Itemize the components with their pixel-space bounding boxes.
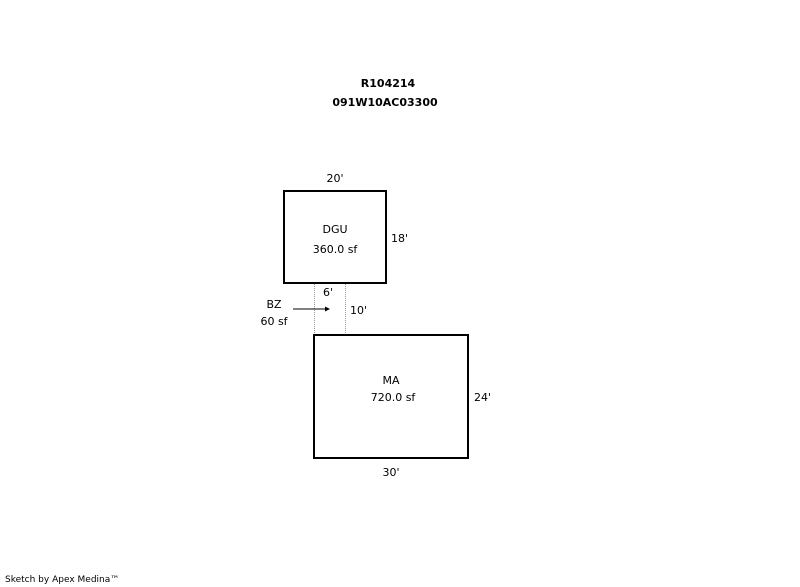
- bz-right-edge: [345, 284, 346, 335]
- bz-pointer-arrow-icon: [293, 306, 330, 312]
- sketch-credit: Sketch by Apex Medina™: [5, 575, 120, 585]
- parcel-id: R104214: [360, 77, 416, 90]
- dgu-area-label: 360.0 sf: [312, 243, 358, 256]
- map-number: 091W10AC03300: [332, 96, 438, 109]
- bz-area-label: 60 sf: [260, 315, 288, 328]
- ma-area-label: 720.0 sf: [370, 391, 416, 404]
- dgu-height-label: 18': [391, 232, 409, 245]
- ma-width-label: 30': [382, 466, 400, 479]
- bz-width-label: 6': [322, 286, 334, 299]
- ma-area-outline: [313, 334, 469, 459]
- ma-height-label: 24': [474, 391, 492, 404]
- bz-code-label: BZ: [266, 298, 282, 311]
- ma-code-label: MA: [382, 374, 400, 387]
- dgu-area-outline: [283, 190, 387, 284]
- bz-length-label: 10': [350, 304, 368, 317]
- dgu-code-label: DGU: [322, 223, 348, 236]
- dgu-width-label: 20': [326, 172, 344, 185]
